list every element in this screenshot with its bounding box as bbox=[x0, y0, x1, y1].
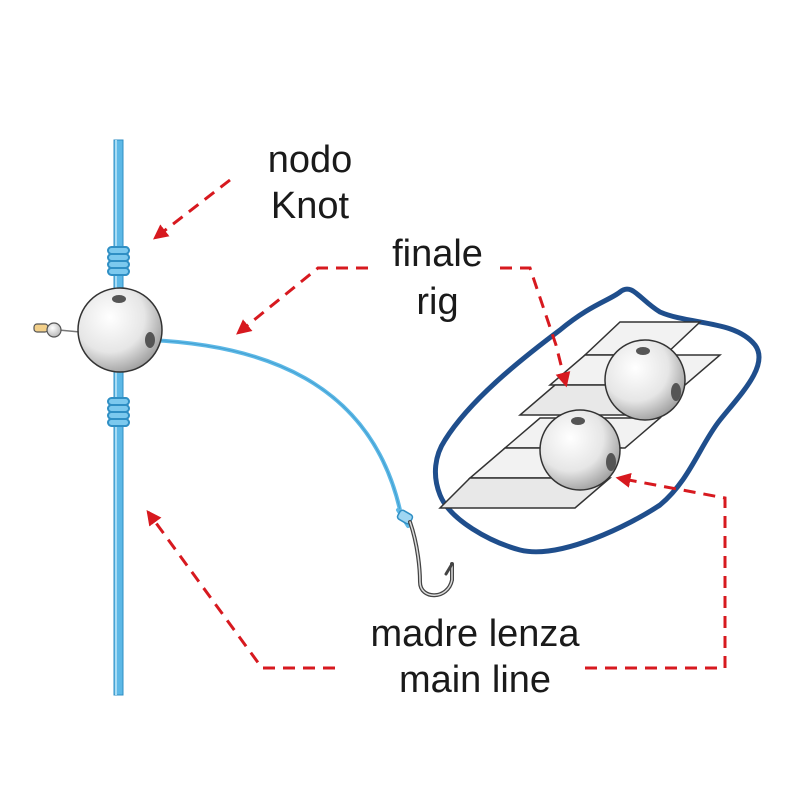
rig-line bbox=[149, 338, 402, 511]
rig-label-it: finale bbox=[392, 233, 483, 275]
box-bead-lower bbox=[539, 409, 621, 491]
arrow-rig bbox=[236, 266, 368, 335]
main-line-label-en: main line bbox=[398, 659, 552, 701]
main-line-label-it: madre lenza bbox=[370, 613, 580, 655]
upper-knot bbox=[107, 246, 130, 276]
arrow-knot bbox=[153, 178, 231, 240]
lower-knot bbox=[107, 397, 130, 427]
arrow-main-line-box bbox=[585, 472, 727, 670]
rig-label-en: rig bbox=[416, 281, 459, 323]
arrow-main-line bbox=[146, 509, 335, 670]
hook bbox=[396, 508, 454, 598]
left-swivel bbox=[33, 322, 81, 338]
arrow-rig-box bbox=[500, 266, 571, 388]
main-bead bbox=[77, 287, 163, 373]
knot-label-en: Knot bbox=[270, 185, 350, 227]
box-bead-upper bbox=[604, 339, 686, 421]
knot-label-it: nodo bbox=[267, 139, 353, 181]
